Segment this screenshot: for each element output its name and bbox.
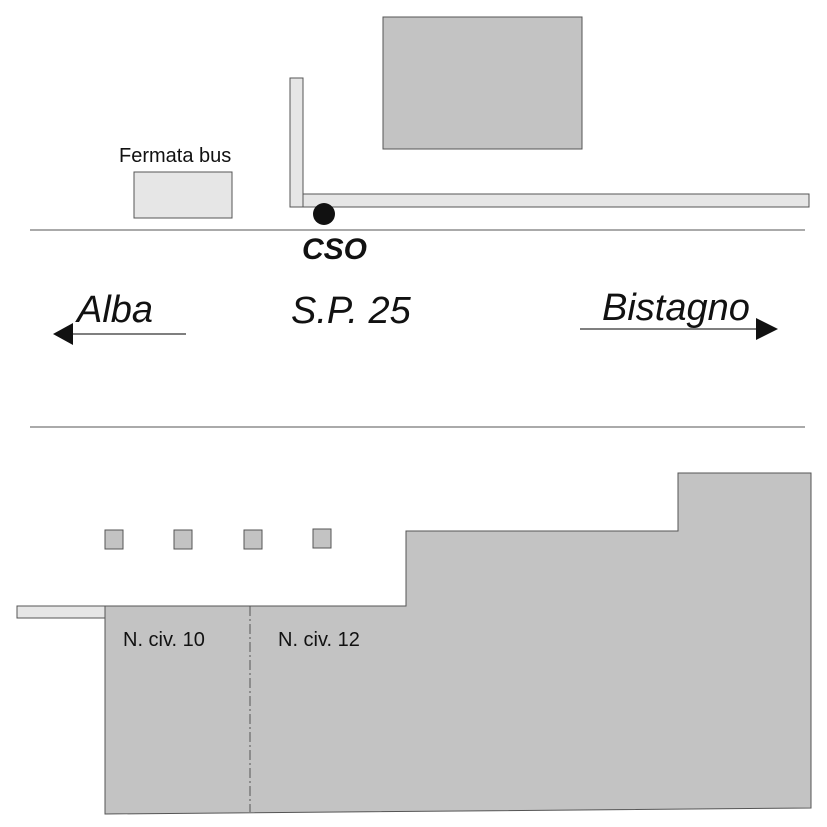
building-south (104, 472, 812, 815)
wall-vertical (289, 77, 304, 208)
post (243, 529, 263, 550)
bus-stop-shelter (133, 171, 233, 219)
post (173, 529, 193, 550)
direction-right-label: Bistagno (602, 287, 750, 329)
post (312, 528, 332, 549)
post (104, 529, 124, 550)
wall-horizontal (302, 193, 810, 208)
bus-stop-label: Fermata bus (119, 145, 231, 167)
house-number-12: N. civ. 12 (278, 629, 360, 651)
arrow-right-icon (756, 318, 778, 340)
wall-south-left (16, 605, 106, 619)
road-name: S.P. 25 (291, 290, 412, 332)
cso-label: CSO (302, 233, 367, 266)
direction-left-label: Alba (75, 289, 153, 331)
arrow-left-icon (53, 323, 73, 345)
house-number-10: N. civ. 10 (123, 629, 205, 651)
cso-point (313, 203, 335, 225)
building-north (382, 16, 583, 150)
